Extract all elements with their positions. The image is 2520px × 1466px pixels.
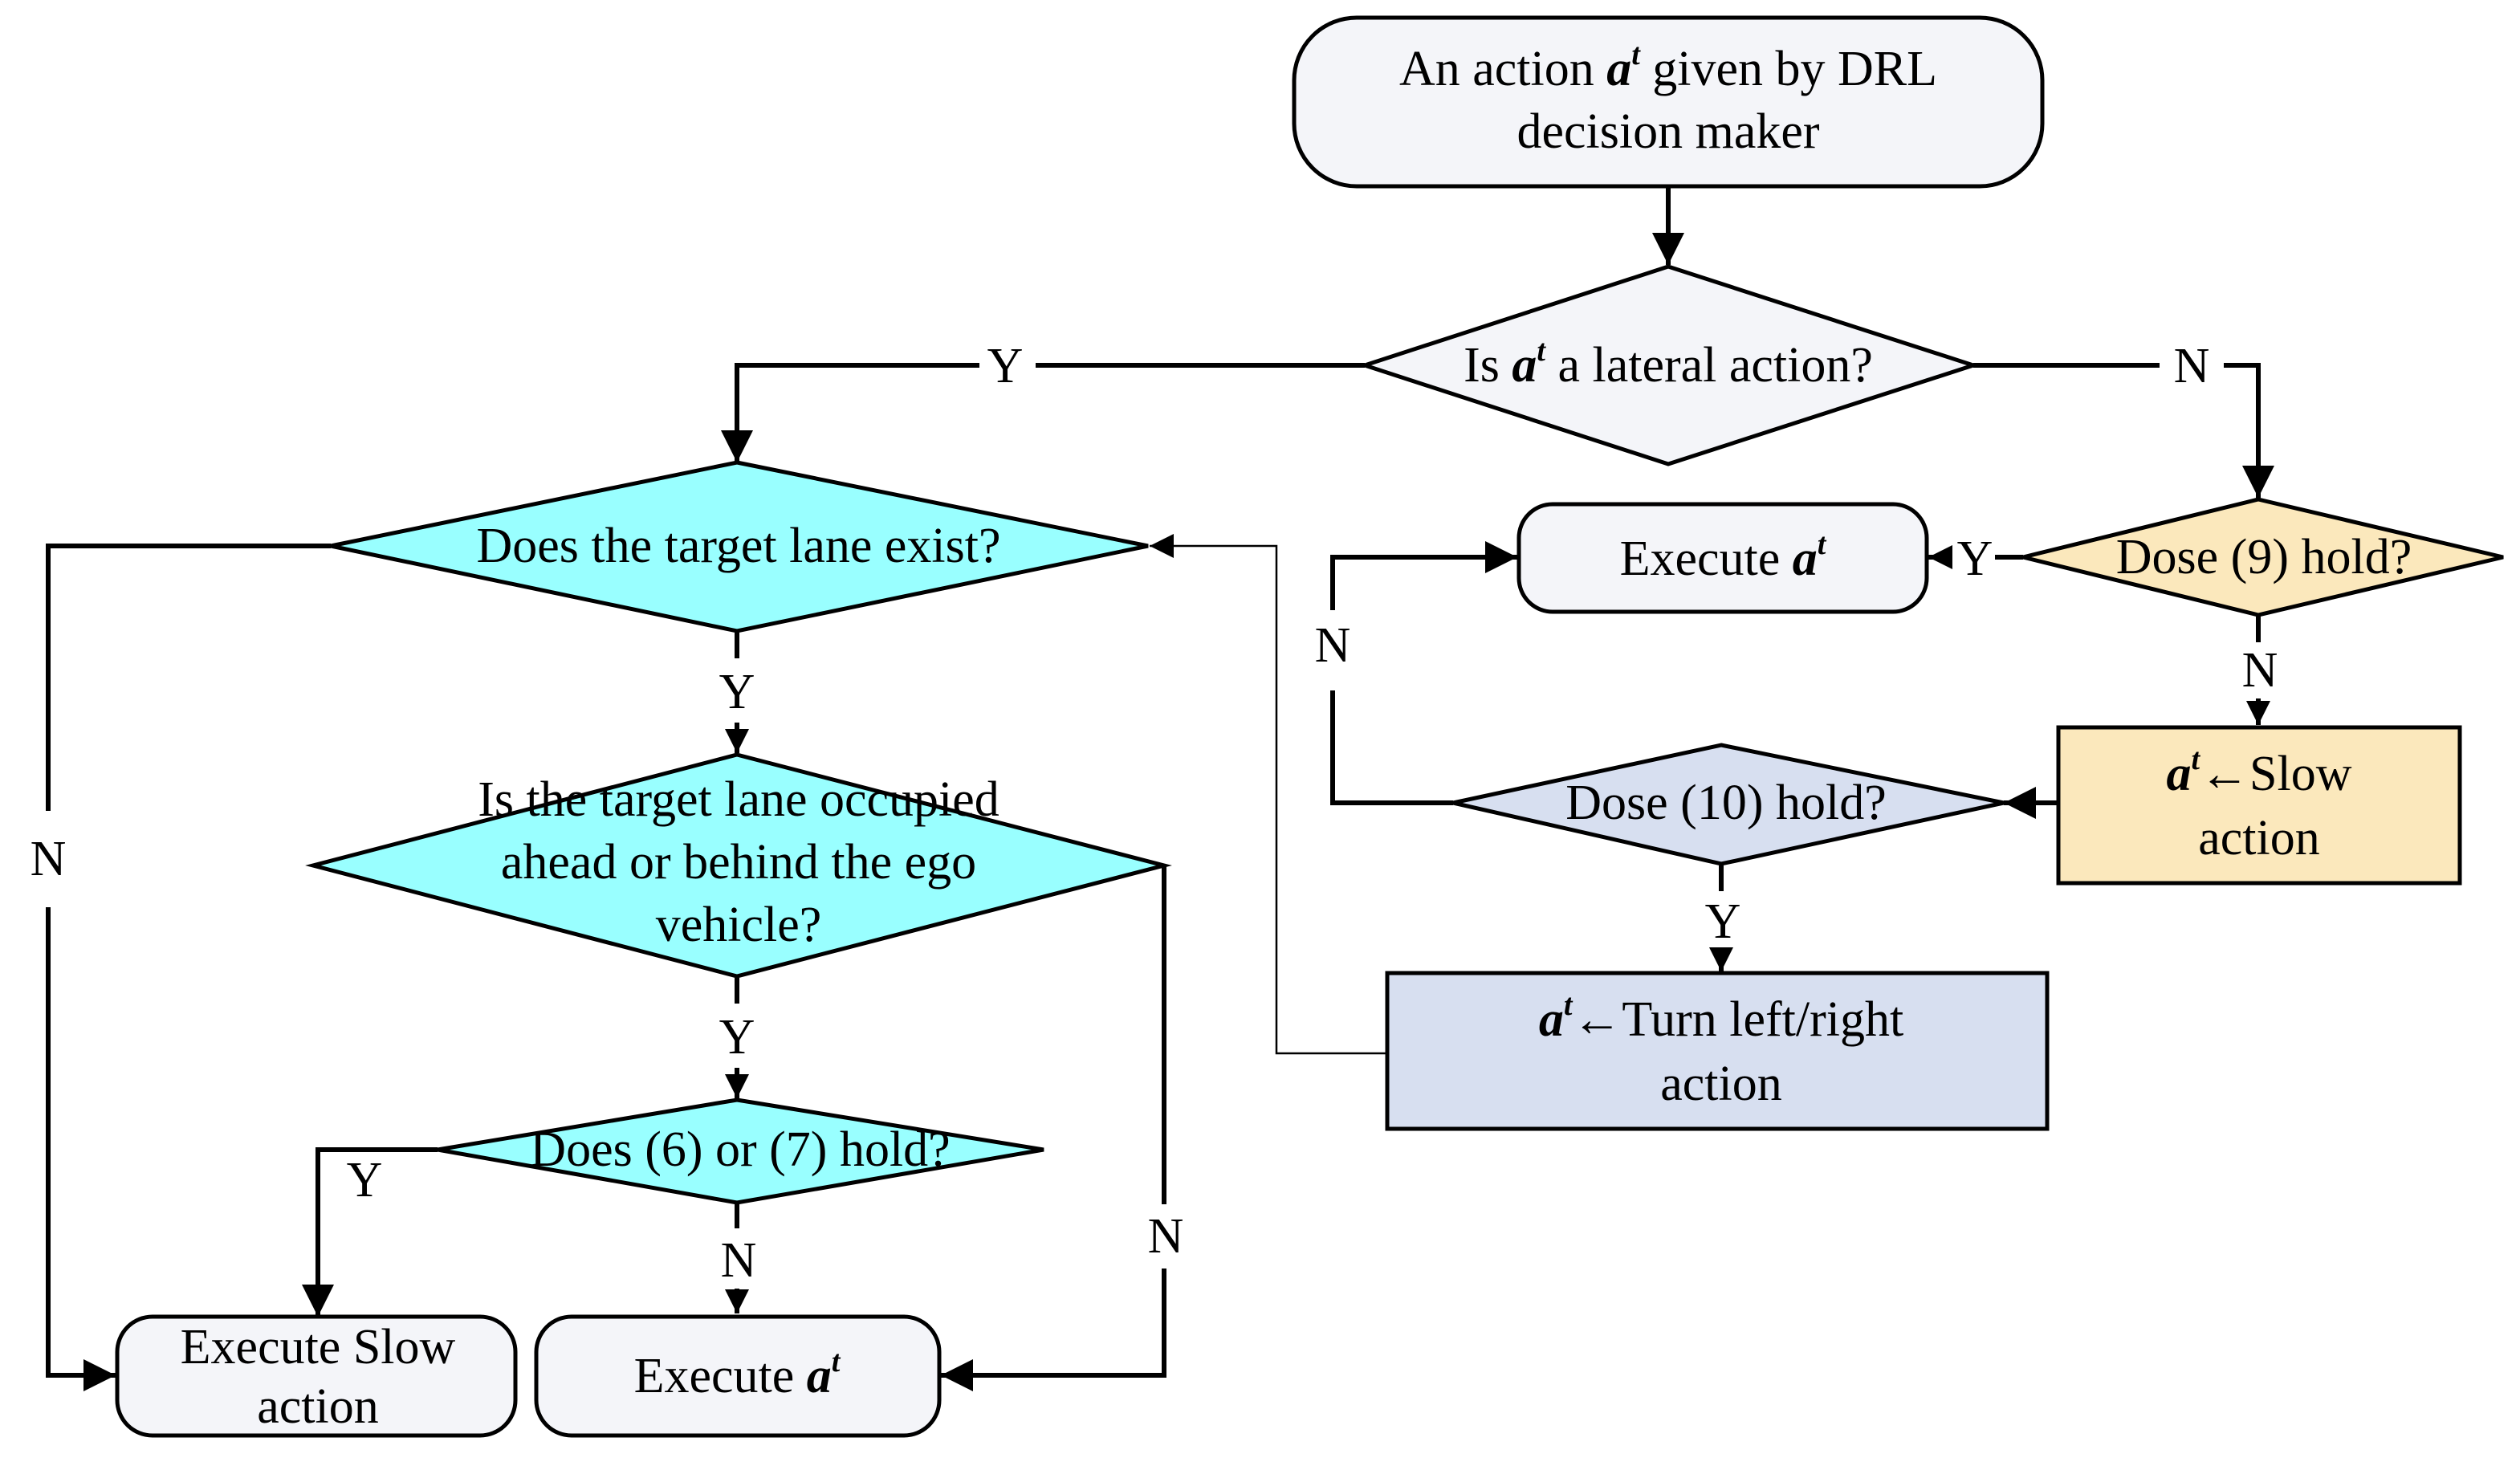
start-node-line1: An action at given by DRL [1399,38,1937,96]
edge-hold10-no [1330,557,1517,805]
target-exist-text: Does the target lane exist? [476,519,1000,573]
hold-9-decision [2022,497,2504,617]
label-hold9-no: N [2242,643,2278,698]
edge-lateral-no [1973,363,2258,498]
hold-9-text: Dose (9) hold? [2116,530,2412,584]
execute-slow-node [115,1314,518,1438]
label-lateral-no: N [2174,339,2210,393]
occupied-line2: ahead or behind the ego [501,835,976,890]
label-hold10-yes: Y [1705,894,1741,949]
edge-labels: Y N N Y Y N Y N Y N N Y [31,339,2278,1288]
edge-hold67-yes [302,1147,438,1317]
turn-assign-line1: at←Turn left/right [1539,988,1903,1047]
label-lateral-yes: Y [987,339,1024,393]
occupied-decision [305,752,1172,979]
start-node [1292,15,2045,189]
hold-6-7-decision [437,1097,1044,1205]
edge-turn-to-target-exist [1150,534,1387,1055]
label-target-exist-no: N [31,832,67,886]
turn-assign-line2: action [1660,1057,1782,1111]
label-occupied-no: N [1148,1209,1184,1264]
slow-assign-line2: action [2198,811,2320,865]
slow-assign-node [2056,725,2462,886]
execute-slow-line2: action [257,1379,379,1434]
label-hold10-no: N [1315,618,1351,673]
edge-lateral-yes [737,363,1365,462]
label-hold9-yes: Y [1957,531,1993,586]
execute-bottom-node [534,1314,942,1438]
edge-target-exist-no [46,544,331,1375]
label-occupied-yes: Y [719,1010,755,1065]
edge-occupied-no [941,865,1166,1375]
hold-10-text: Dose (10) hold? [1565,776,1886,830]
execute-right-node [1516,502,1929,614]
label-target-exist-yes: Y [719,665,755,719]
execute-right-text: Execute at [1620,527,1827,586]
lateral-decision [1358,264,1981,466]
occupied-line1: Is the target lane occupied [478,772,999,827]
hold-10-decision [1452,743,2005,866]
turn-assign-node [1385,971,2050,1131]
occupied-line3: vehicle? [656,898,822,952]
start-node-line2: decision maker [1516,104,1819,159]
execute-bottom-text: Execute at [634,1345,841,1403]
lateral-decision-text: Is at a lateral action? [1464,334,1873,393]
execute-slow-line1: Execute Slow [181,1320,456,1374]
label-hold67-no: N [721,1233,757,1288]
hold-6-7-text: Does (6) or (7) hold? [530,1122,950,1177]
edges [46,186,2258,1375]
label-hold67-yes: Y [347,1153,383,1207]
slow-assign-line1: at←Slow [2166,743,2351,801]
target-exist-decision [330,460,1149,633]
